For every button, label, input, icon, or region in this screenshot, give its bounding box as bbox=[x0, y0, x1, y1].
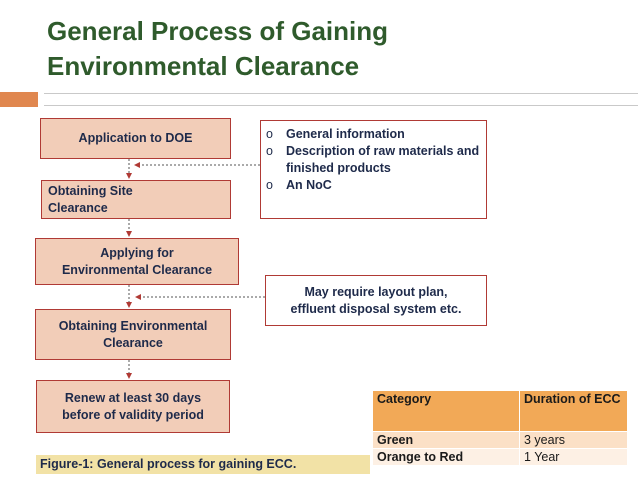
bullet-icon: o bbox=[266, 144, 273, 158]
step-renew-line2: before of validity period bbox=[62, 407, 204, 422]
title-divider bbox=[44, 93, 638, 106]
step-application-to-doe: Application to DOE bbox=[40, 118, 231, 159]
page-title: General Process of Gaining Environmental… bbox=[47, 14, 388, 84]
bullet-icon: o bbox=[266, 178, 273, 192]
figure-caption: Figure-1: General process for gaining EC… bbox=[36, 455, 370, 474]
step-obtaining-line2: Clearance bbox=[103, 335, 163, 350]
step-renew: Renew at least 30 days before of validit… bbox=[36, 380, 230, 433]
step-applying-line2: Environmental Clearance bbox=[61, 262, 213, 277]
title-accent-bar bbox=[0, 92, 38, 107]
cell-category: Green bbox=[372, 431, 520, 449]
step-applying-environmental-clearance: Applying for Environmental Clearance bbox=[35, 238, 239, 285]
step-site-clearance: Obtaining Site Clearance bbox=[41, 180, 231, 219]
step-site-clearance-line1: Obtaining Site bbox=[48, 183, 133, 198]
step-application-label: Application to DOE bbox=[78, 131, 193, 145]
step-renew-line1: Renew at least 30 days bbox=[64, 390, 202, 405]
cell-duration: 3 years bbox=[519, 431, 628, 449]
step-obtaining-line1: Obtaining Environmental bbox=[58, 318, 208, 333]
cell-category: Orange to Red bbox=[372, 448, 520, 466]
layout-note-line2: effluent disposal system etc. bbox=[290, 301, 462, 316]
cell-duration: 1 Year bbox=[519, 448, 628, 466]
header-category: Category bbox=[372, 390, 520, 432]
step-obtaining-environmental-clearance: Obtaining Environmental Clearance bbox=[35, 309, 231, 360]
title-line-2: Environmental Clearance bbox=[47, 51, 360, 81]
table-row: Orange to Red 1 Year bbox=[372, 448, 628, 466]
ecc-duration-table: Category Duration of ECC Green 3 years O… bbox=[372, 390, 628, 466]
table-header-row: Category Duration of ECC bbox=[372, 390, 628, 432]
step-applying-line1: Applying for bbox=[100, 245, 174, 260]
layout-requirement-note: May require layout plan, effluent dispos… bbox=[265, 275, 487, 326]
layout-note-line1: May require layout plan, bbox=[304, 284, 448, 299]
step-site-clearance-line2: Clearance bbox=[48, 200, 108, 215]
table-row: Green 3 years bbox=[372, 431, 628, 449]
bullet-icon: o bbox=[266, 127, 273, 141]
title-line-1: General Process of Gaining bbox=[47, 16, 388, 46]
header-duration: Duration of ECC bbox=[519, 390, 628, 432]
